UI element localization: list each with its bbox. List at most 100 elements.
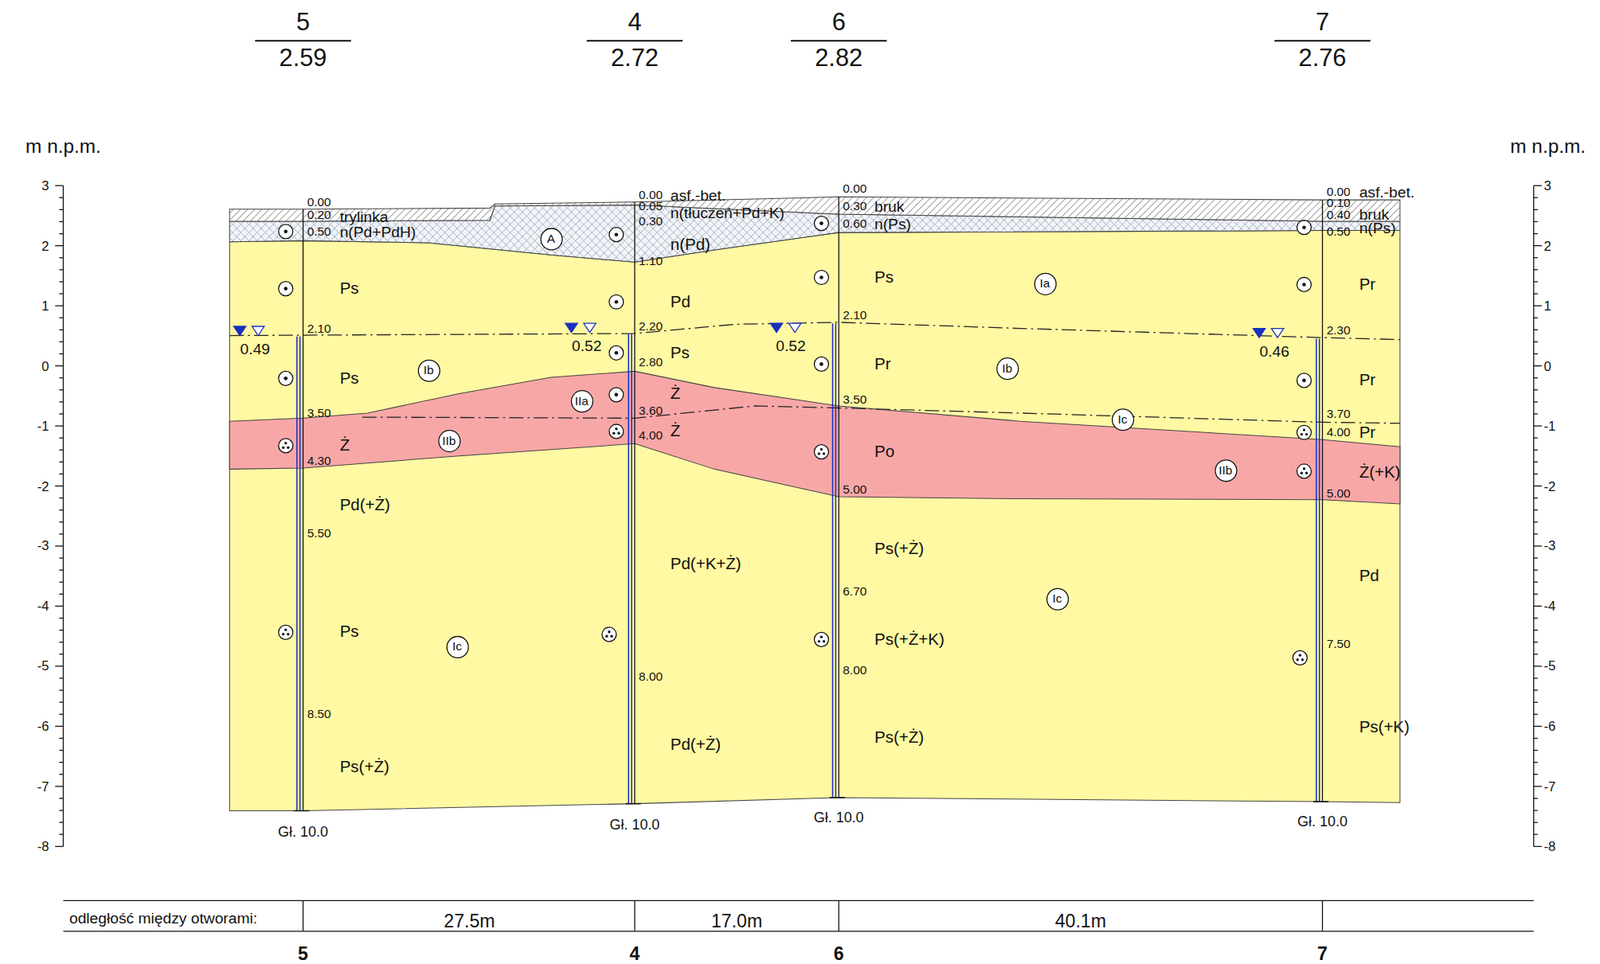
soil-name: Pd(+K+Ż)	[670, 555, 742, 573]
water-level-found	[770, 323, 783, 333]
axis-tick	[1533, 269, 1538, 270]
table-heading: odległość między otworami:	[69, 911, 258, 927]
layer-code: Ic	[1052, 592, 1062, 605]
soil-name: Ps	[670, 344, 690, 362]
sample-symbol	[278, 371, 294, 386]
sample-dot	[1302, 282, 1307, 287]
axis-tick	[1533, 305, 1542, 306]
layer-code: Ib	[1001, 362, 1013, 375]
sample-symbol	[813, 356, 829, 372]
axis-tick	[1533, 293, 1538, 294]
symbol-circle	[1111, 408, 1134, 431]
axis-value: -7	[37, 780, 50, 795]
depth-value: 4.00	[1326, 426, 1351, 439]
sample-dot	[1300, 433, 1303, 436]
silt-layer	[229, 371, 1401, 505]
sample-symbol	[1296, 425, 1311, 440]
soil-name: trylinka	[340, 208, 389, 224]
axis-value: -6	[37, 719, 50, 734]
layer-symbol: Ic	[1111, 407, 1135, 431]
casing-line	[296, 336, 298, 812]
borehole-header: 2.76	[1298, 46, 1347, 71]
layer-symbol: Ic	[1045, 586, 1069, 611]
axis-tick	[1533, 365, 1542, 367]
sample-dot	[281, 446, 285, 450]
axis-value: -5	[1544, 660, 1557, 674]
borehole-bottom	[1313, 801, 1329, 803]
soil-name: Pd	[670, 293, 691, 311]
axis-tick	[1533, 762, 1538, 763]
axis-tick	[58, 582, 63, 583]
soil-name: Pr	[874, 355, 892, 373]
soil-name: Pd(+Ż)	[340, 496, 391, 514]
borehole-header: 2.72	[610, 46, 659, 71]
depth-value: 2.80	[638, 355, 663, 368]
distance-value: 27.5m	[443, 911, 495, 931]
sample-dot	[822, 452, 826, 455]
axis-tick	[58, 798, 63, 799]
soil-name: bruk	[874, 198, 904, 214]
soil-name: Pd	[1359, 568, 1380, 586]
casing-line	[299, 336, 302, 812]
soil-name: Ps(+Ż+K)	[874, 631, 945, 649]
axis-tick	[1533, 353, 1538, 355]
elevation-axis	[1533, 185, 1534, 847]
sample-dot	[284, 442, 287, 445]
axis-tick	[1533, 594, 1538, 595]
borehole-bottom	[625, 803, 641, 806]
axis-tick	[1533, 618, 1538, 619]
sample-symbol	[813, 270, 829, 286]
sample-symbol	[1296, 464, 1311, 479]
borehole-number: 5	[297, 944, 309, 963]
sample-dot	[612, 432, 615, 435]
soil-name: Ps	[340, 370, 360, 388]
axis-tick	[1533, 665, 1542, 667]
axis-tick	[58, 269, 63, 270]
depth-value: 0.00	[638, 188, 663, 201]
axis-tick	[1533, 821, 1538, 823]
axis-tick	[58, 438, 63, 439]
axis-tick	[1533, 714, 1538, 716]
sample-symbol	[813, 216, 829, 231]
axis-tick	[1533, 389, 1538, 391]
axis-value: -7	[1544, 780, 1557, 795]
casing-line	[1318, 338, 1321, 802]
sample-symbol	[609, 387, 624, 403]
casing-line	[832, 323, 834, 799]
axis-tick	[58, 473, 63, 475]
axis-tick	[58, 618, 63, 619]
soil-name: Ps	[874, 269, 894, 286]
axis-tick	[54, 365, 63, 367]
layer-code: Ia	[1040, 277, 1051, 290]
depth-value: 0.50	[307, 225, 332, 238]
symbol-circle	[438, 430, 460, 452]
sample-symbol	[1296, 373, 1311, 388]
borehole-header: 7	[1315, 10, 1330, 36]
sample-symbol	[609, 227, 624, 243]
axis-tick	[1533, 726, 1542, 728]
axis-tick	[1533, 461, 1538, 463]
sample-symbol	[278, 224, 294, 239]
axis-value: -2	[1544, 479, 1557, 493]
sample-symbol	[278, 625, 294, 640]
axis-tick	[1533, 473, 1538, 475]
water-level-found	[233, 326, 246, 337]
axis-tick	[1533, 233, 1538, 235]
sample-dot	[1296, 658, 1299, 662]
table-rule	[62, 900, 1534, 902]
layer-symbol: Ic	[445, 635, 469, 659]
sample-dot	[286, 446, 290, 450]
symbol-circle	[1034, 273, 1057, 295]
sample-dot	[1302, 379, 1307, 384]
borehole-header: 5	[296, 10, 310, 36]
layer-symbol: IIb	[437, 429, 461, 453]
sample-dot	[284, 629, 287, 632]
sample-dot	[614, 393, 619, 398]
axis-tick	[58, 821, 63, 823]
axis-tick	[58, 834, 63, 836]
borehole-header: 2.59	[279, 46, 328, 71]
axis-tick	[58, 702, 63, 704]
table-separator	[633, 900, 635, 932]
sample-symbol	[278, 281, 294, 297]
